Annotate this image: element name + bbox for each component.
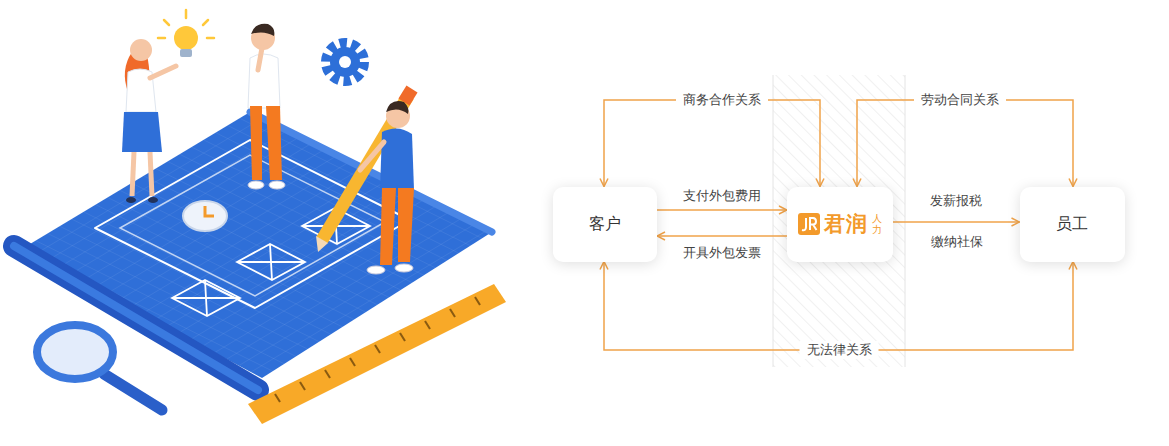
connector-arrow: [604, 262, 1073, 351]
blueprint-illustration: [0, 0, 560, 446]
connector-arrow: [657, 235, 787, 237]
edge-label: 发薪报税: [930, 192, 982, 210]
gear-hole: [339, 56, 351, 68]
band-edge: [773, 75, 774, 367]
clock: [183, 201, 227, 231]
edge-label: 支付外包费用: [683, 187, 761, 205]
node-label: 员工: [1056, 214, 1088, 235]
ruler-ticks: [275, 297, 480, 402]
light-bulb: [158, 10, 214, 57]
sheet-roll-highlight: [14, 246, 258, 390]
gear-teeth: [327, 44, 363, 80]
hatched-band: [773, 75, 905, 367]
node-box: 员工: [1020, 187, 1125, 262]
connector-arrow: [657, 209, 787, 211]
connector-arrow: [893, 221, 1020, 223]
node-sublabel: 人力: [872, 213, 882, 235]
band-edge: [905, 75, 906, 367]
gear: [330, 47, 360, 77]
edge-label: 无法律关系: [800, 341, 879, 359]
magnifier-handle: [104, 374, 162, 410]
node-label: 君润: [824, 210, 868, 238]
connector-arrow: [604, 100, 820, 187]
magnifier-lens: [37, 325, 113, 379]
node-content: 员工: [1056, 214, 1088, 235]
node-label: 客户: [589, 214, 621, 235]
node-content: 客户: [589, 214, 621, 235]
sheet-edge: [250, 112, 492, 232]
ruler: [248, 284, 506, 424]
person-thinking: [248, 24, 285, 189]
sheet-roll: [14, 246, 258, 390]
connector-arrow: [857, 100, 1073, 187]
logo-icon: [798, 213, 820, 235]
edge-label: 商务合作关系: [676, 91, 768, 109]
person-with-pencil: [316, 89, 414, 274]
node-box: 客户: [553, 187, 657, 262]
edge-label: 开具外包发票: [683, 244, 761, 262]
person-woman: [122, 39, 176, 203]
node-box: 君润人力: [787, 187, 893, 262]
edge-label: 劳动合同关系: [914, 91, 1006, 109]
clock-hand: [205, 206, 214, 216]
free-label: 缴纳社保: [931, 233, 983, 251]
node-content: 君润人力: [798, 210, 882, 238]
